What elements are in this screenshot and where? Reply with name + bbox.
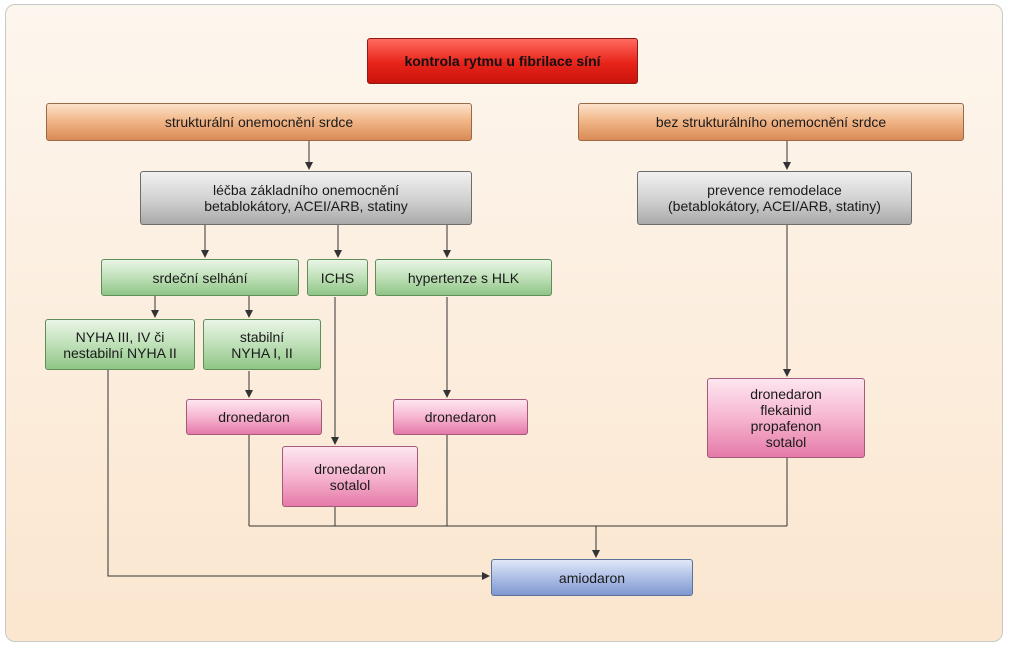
nyha-unstable-line2: nestabilní NYHA II (63, 344, 177, 361)
nyha-stable-line1: stabilní (239, 328, 285, 345)
prevention-line1: prevence remodelace (707, 182, 842, 198)
dronedaron-hf-box: dronedaron (186, 399, 322, 435)
treatment-line2: betablokátory, ACEI/ARB, statiny (204, 198, 408, 214)
structural-box: strukturální onemocnění srdce (46, 103, 472, 141)
right-drugs-line4: sotalol (765, 434, 807, 450)
heart-failure-text: srdeční selhání (152, 269, 248, 286)
dronedaron-sotalol-line1: dronedaron (314, 460, 386, 477)
nyha-unstable-box: NYHA III, IV či nestabilní NYHA II (45, 319, 195, 370)
right-drugs-line2: flekainid (760, 402, 812, 418)
dronedaron-ht-box: dronedaron (393, 399, 528, 435)
amiodaron-text: amiodaron (558, 569, 626, 586)
prevention-line2: (betablokátory, ACEI/ARB, statiny) (668, 198, 881, 214)
non-structural-text: bez strukturálního onemocnění srdce (655, 114, 887, 130)
edge-nyha-unstable-to-amiodaron (107, 370, 490, 580)
treatment-line1: léčba základního onemocnění (212, 182, 400, 198)
dronedaron-hf-text: dronedaron (218, 409, 290, 425)
hypertension-box: hypertenze s HLK (375, 259, 552, 296)
structural-text: strukturální onemocnění srdce (164, 114, 354, 130)
title-box: kontrola rytmu u fibrilace síní (367, 38, 638, 84)
non-structural-box: bez strukturálního onemocnění srdce (578, 103, 964, 141)
right-drugs-line3: propafenon (750, 418, 822, 434)
treatment-box: léčba základního onemocnění betablokátor… (140, 171, 472, 225)
right-drugs-box: dronedaron flekainid propafenon sotalol (707, 378, 865, 458)
ichs-text: ICHS (320, 269, 355, 286)
dronedaron-sotalol-line2: sotalol (329, 476, 371, 493)
nyha-stable-line2: NYHA I, II (231, 344, 293, 361)
nyha-stable-box: stabilní NYHA I, II (203, 319, 321, 370)
hypertension-text: hypertenze s HLK (407, 269, 520, 286)
dronedaron-sotalol-box: dronedaron sotalol (282, 446, 418, 507)
ichs-box: ICHS (307, 259, 368, 296)
right-drugs-line1: dronedaron (750, 386, 822, 402)
nyha-unstable-line1: NYHA III, IV či (75, 328, 165, 345)
dronedaron-ht-text: dronedaron (424, 409, 497, 425)
prevention-box: prevence remodelace (betablokátory, ACEI… (637, 171, 912, 225)
amiodaron-box: amiodaron (491, 559, 693, 596)
title-text: kontrola rytmu u fibrilace síní (404, 53, 601, 69)
heart-failure-box: srdeční selhání (101, 259, 299, 296)
